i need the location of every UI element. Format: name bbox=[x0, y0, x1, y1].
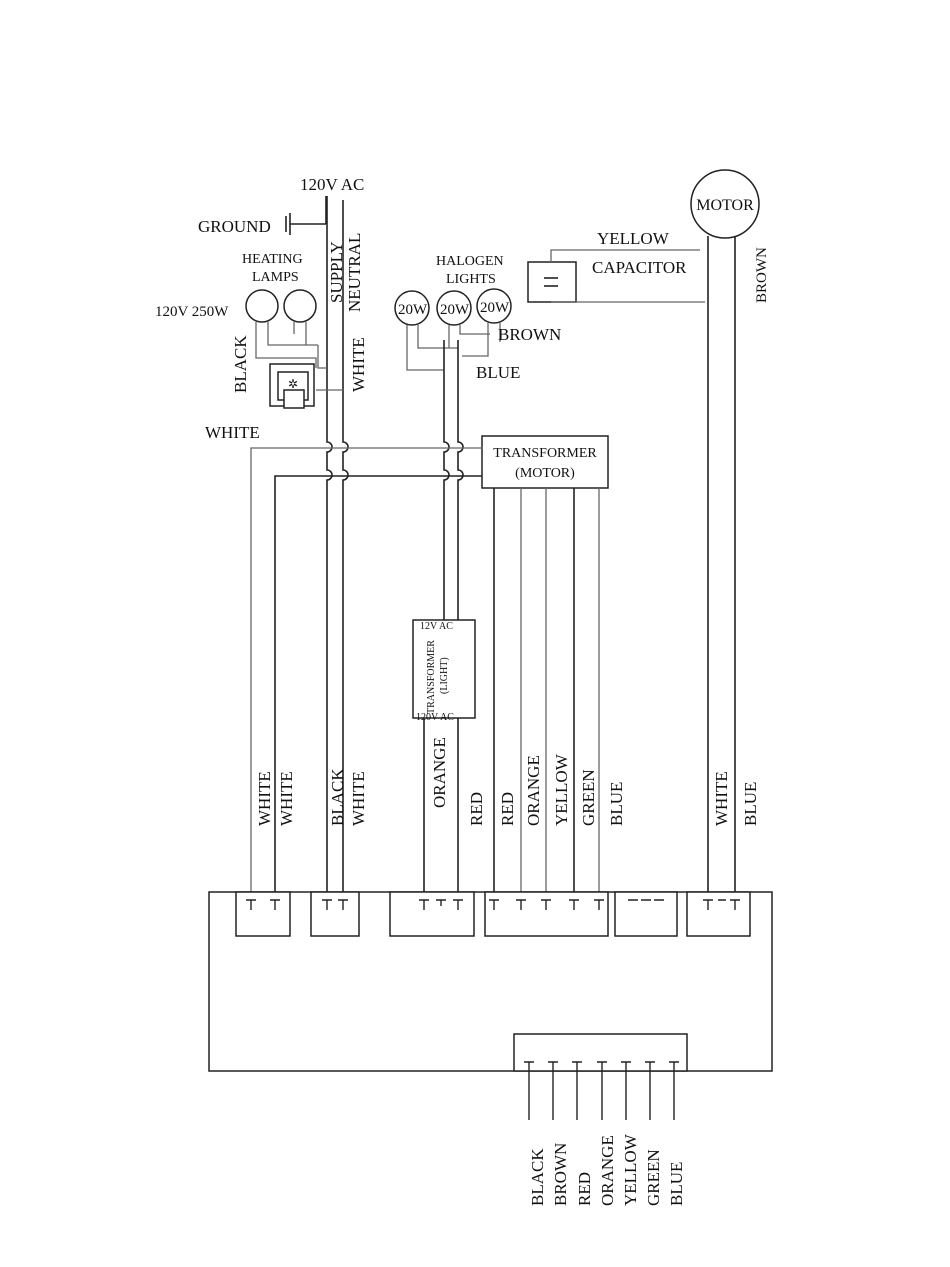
halogen-feed-wire bbox=[443, 340, 450, 620]
bottom-wire-label: GREEN bbox=[644, 1149, 663, 1206]
bottom-wire-label: BLACK bbox=[528, 1148, 547, 1206]
wire-label: RED bbox=[467, 792, 486, 826]
motor-brown-label: BROWN bbox=[754, 247, 770, 303]
svg-text:✲: ✲ bbox=[288, 377, 298, 391]
connector-block bbox=[235, 891, 291, 937]
heating-white-label: WHITE bbox=[349, 337, 368, 392]
bottom-wire-label: BROWN bbox=[551, 1143, 570, 1206]
transformer-light-top: 12V AC bbox=[420, 621, 453, 632]
wire-label: BLUE bbox=[607, 782, 626, 826]
heating-lamp-bulb bbox=[245, 289, 279, 323]
halogen-brown-label: BROWN bbox=[498, 325, 561, 344]
transformer-light-bottom: 120V AC bbox=[416, 712, 454, 723]
halogen-bulb bbox=[476, 288, 512, 324]
connector-block bbox=[513, 1033, 688, 1072]
neutral-wire bbox=[342, 200, 349, 892]
halogen-bulb-label: 20W bbox=[440, 302, 470, 318]
wire-label: WHITE bbox=[712, 771, 731, 826]
supply-label: SUPPLY bbox=[327, 241, 346, 303]
connector-terminals bbox=[246, 899, 740, 910]
supply-voltage-label: 120V AC bbox=[300, 175, 364, 194]
transformer-light bbox=[412, 619, 476, 719]
halogen-feed-wire bbox=[457, 340, 464, 620]
wire-label: WHITE bbox=[255, 771, 274, 826]
transformer-motor-label-1: TRANSFORMER bbox=[493, 446, 597, 461]
wire-label: WHITE bbox=[277, 771, 296, 826]
connector-block bbox=[389, 891, 475, 937]
transformer-light-label-1: TRANSFORMER bbox=[426, 640, 437, 714]
heating-black-label: BLACK bbox=[231, 335, 250, 393]
wire-label: BLACK bbox=[328, 768, 347, 826]
heating-white-lower-label: WHITE bbox=[205, 423, 260, 442]
supply-wire bbox=[326, 196, 333, 892]
heating-lamps-title-1: HEATING bbox=[242, 252, 303, 267]
heating-lamp-bulb bbox=[283, 289, 317, 323]
wire-label: GREEN bbox=[579, 769, 598, 826]
halogen-blue-label: BLUE bbox=[476, 363, 520, 382]
halogen-bulb-label: 20W bbox=[398, 302, 428, 318]
transformer-motor bbox=[481, 435, 609, 489]
transformer-motor-feed bbox=[250, 447, 482, 892]
transformer-light-label-2: (LIGHT) bbox=[439, 657, 450, 694]
transformer-motor-label-2: (MOTOR) bbox=[515, 466, 575, 481]
halogen-bulb-label: 20W bbox=[480, 300, 510, 316]
bottom-wire-label: BLUE bbox=[667, 1162, 686, 1206]
motor-yellow-label: YELLOW bbox=[597, 229, 670, 248]
connector-block bbox=[310, 891, 360, 937]
halogen-bulb bbox=[394, 290, 430, 326]
bottom-wire-label: RED bbox=[575, 1172, 594, 1206]
bottom-wire-label: YELLOW bbox=[621, 1133, 640, 1206]
halogen-title-1: HALOGEN bbox=[436, 254, 504, 269]
transformer-motor-outputs bbox=[493, 488, 600, 892]
capacitor-symbol bbox=[527, 261, 577, 303]
connector-block bbox=[686, 891, 751, 937]
heating-switch: ✲ bbox=[269, 363, 315, 409]
heating-lamps-rating: 120V 250W bbox=[155, 304, 229, 320]
wire-label: ORANGE bbox=[430, 737, 449, 808]
halogen-title-2: LIGHTS bbox=[446, 272, 496, 287]
wire-label: BLUE bbox=[741, 782, 760, 826]
capacitor-label: CAPACITOR bbox=[592, 258, 687, 277]
wire-label: ORANGE bbox=[524, 755, 543, 826]
ground-label: GROUND bbox=[198, 217, 271, 236]
bottom-connector-wires bbox=[524, 1061, 679, 1120]
bottom-wire-label: ORANGE bbox=[598, 1135, 617, 1206]
heating-lamps-title-2: LAMPS bbox=[252, 270, 299, 285]
motor-label: MOTOR bbox=[696, 197, 754, 214]
halogen-bulb bbox=[436, 290, 472, 326]
heating-lamp-wiring bbox=[255, 322, 343, 391]
motor-symbol bbox=[690, 169, 760, 239]
connector-block bbox=[614, 891, 678, 937]
wire-label: WHITE bbox=[349, 771, 368, 826]
neutral-label: NEUTRAL bbox=[345, 233, 364, 312]
motor-wiring bbox=[550, 236, 736, 892]
wire-label: RED bbox=[498, 792, 517, 826]
wire-label: YELLOW bbox=[552, 753, 571, 826]
connector-block bbox=[484, 891, 609, 937]
ground-symbol bbox=[285, 196, 327, 235]
